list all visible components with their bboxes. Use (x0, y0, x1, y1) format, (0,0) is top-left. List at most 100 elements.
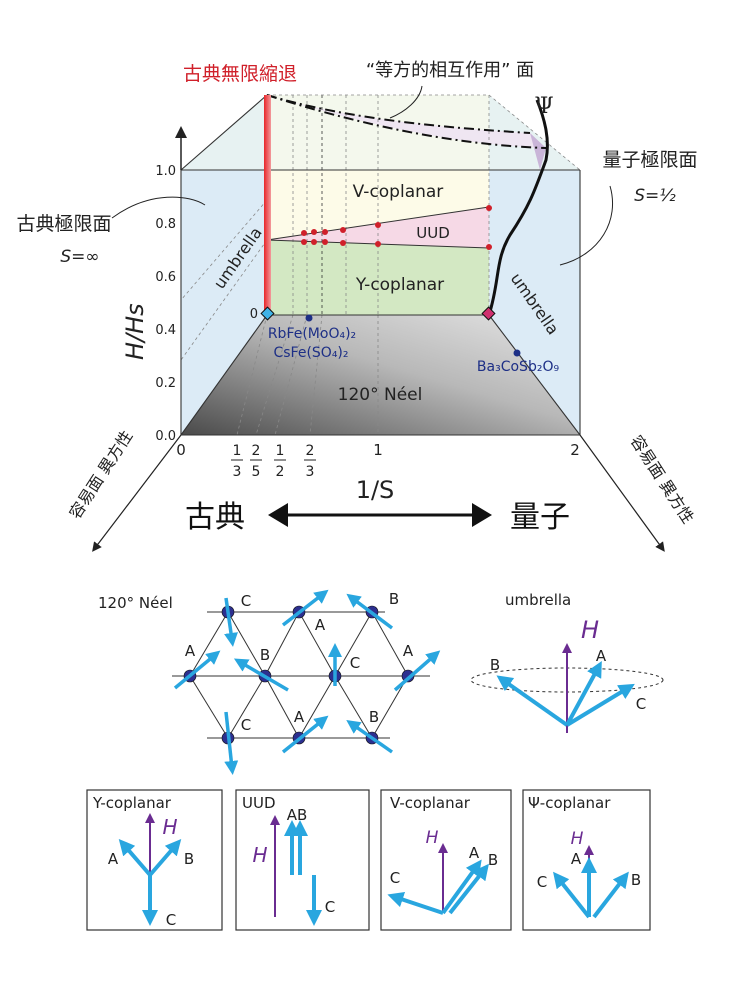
classical-endpoint-marker (260, 306, 275, 321)
y-tick: 1.0 (155, 164, 176, 179)
box-label: A (571, 850, 582, 868)
isotropic-curve-lower (266, 94, 547, 149)
uud-data-points (301, 205, 492, 250)
y-axis-label: H/Hs (121, 303, 149, 360)
fraction-num: 2 (252, 443, 261, 459)
fraction-num: 1 (276, 443, 285, 459)
right-side-face (489, 95, 580, 435)
box-field-label: H (162, 815, 177, 839)
anisotropy-axis-right (579, 434, 665, 552)
box-label: C (390, 869, 400, 887)
x-tick: 2 (570, 441, 580, 459)
fraction-num: 2 (306, 443, 315, 459)
x-tick: 1 (373, 441, 383, 459)
box-label: A (108, 850, 119, 868)
label-classical-limit: 古典極限面 (16, 213, 111, 235)
label-isotropic-plane: “等方的相互作用” 面 (366, 60, 534, 81)
y-tick: 0.2 (155, 376, 176, 391)
site-label: C (350, 654, 360, 672)
box-field-label: H (426, 828, 439, 848)
phase-label-v-coplanar: V-coplanar (353, 182, 444, 202)
box-label: C (325, 898, 335, 916)
bacosbo-point (513, 349, 521, 357)
box-label: B (488, 851, 498, 869)
box-label: A (469, 844, 480, 862)
phase-label-uud: UUD (416, 224, 450, 242)
site-label: B (260, 646, 270, 664)
classical-degeneracy-line (264, 95, 271, 315)
anisotropy-axis-left (92, 434, 182, 552)
umbrella-title: umbrella (505, 591, 571, 609)
site-label: A (315, 616, 326, 634)
neel-panel-title: 120° Néel (98, 594, 173, 612)
box-title: Y-coplanar (92, 794, 172, 812)
material-csfe: CsFe(SO₄)₂ (273, 345, 348, 361)
psi-region (267, 95, 546, 148)
top-face (181, 95, 580, 170)
y-tick: 0.8 (155, 217, 176, 232)
y-tick: 0.4 (155, 323, 176, 338)
umbrella-label-b: B (490, 656, 500, 674)
phase-box-3d (180, 94, 581, 436)
umbrella-label-a: A (596, 647, 607, 665)
site-label: A (294, 708, 305, 726)
fraction-den: 2 (276, 464, 285, 480)
site-label: B (389, 590, 399, 608)
neel-spins (173, 589, 441, 775)
material-rbfe: RbFe(MoO₄)₂ (268, 326, 356, 342)
neel-lattice: 120° Néel (98, 589, 441, 775)
label-quantum: 量子 (510, 500, 570, 535)
box-title: Ψ-coplanar (528, 794, 611, 812)
x-tick: 0 (176, 441, 186, 459)
phase-label-neel: 120° Néel (338, 385, 423, 405)
box-uud: UUD H AB C (235, 789, 370, 931)
phase-label-y-coplanar: Y-coplanar (355, 275, 444, 295)
box-label: B (631, 871, 641, 889)
box-psi-coplanar: Ψ-coplanar H A B C (522, 789, 651, 931)
box-label: B (184, 850, 194, 868)
y-tick: 0.0 (155, 429, 176, 444)
site-label: A (185, 642, 196, 660)
left-side-face (181, 95, 267, 435)
umbrella-panel: umbrella H B A C (470, 591, 664, 733)
y-axis-ticks: 1.0 0.8 0.6 0.4 0.2 0.0 (155, 164, 176, 444)
label-classical-s: S=∞ (60, 247, 99, 267)
umbrella-label-c: C (636, 695, 646, 713)
label-classical: 古典 (185, 500, 245, 535)
label-quantum-limit: 量子極限面 (602, 149, 697, 171)
x-fraction-ticks: 1 3 2 5 1 2 2 3 (231, 443, 316, 480)
fraction-den: 3 (306, 464, 315, 480)
psi-tip (530, 133, 546, 170)
x-axis-label: 1/S (356, 476, 395, 504)
front-zero-tick: 0 (250, 307, 258, 322)
fraction-num: 1 (233, 443, 242, 459)
box-label: AB (287, 806, 308, 824)
box-title: UUD (242, 794, 276, 812)
box-field-label: H (571, 829, 584, 849)
quantum-phase-boundary (487, 99, 549, 316)
psi-symbol: Ψ (534, 94, 553, 119)
neel-floor (181, 315, 580, 435)
box-label: C (166, 911, 176, 929)
label-classical-degeneracy: 古典無限縮退 (183, 63, 297, 85)
umbrella-field-label: H (581, 616, 599, 644)
rbfe-point (305, 314, 313, 322)
anisotropy-label-right: 容易面 異方性 (627, 432, 698, 527)
box-field-label: H (252, 843, 267, 867)
site-label: C (241, 716, 251, 734)
site-label: A (403, 642, 414, 660)
y-tick: 0.6 (155, 270, 176, 285)
box-v-coplanar: V-coplanar H A B C (380, 789, 512, 931)
material-bacosbo: Ba₃CoSb₂O₉ (477, 359, 560, 375)
site-label: C (241, 592, 251, 610)
box-y-coplanar: Y-coplanar H A B C (86, 789, 223, 931)
box-title: V-coplanar (390, 794, 471, 812)
site-label: B (369, 708, 379, 726)
fraction-den: 5 (252, 464, 261, 480)
label-quantum-s: S=½ (634, 186, 676, 206)
box-label: C (537, 873, 547, 891)
quantum-endpoint-marker (481, 306, 496, 321)
fraction-den: 3 (233, 464, 242, 480)
isotropic-curve-upper (266, 94, 531, 134)
